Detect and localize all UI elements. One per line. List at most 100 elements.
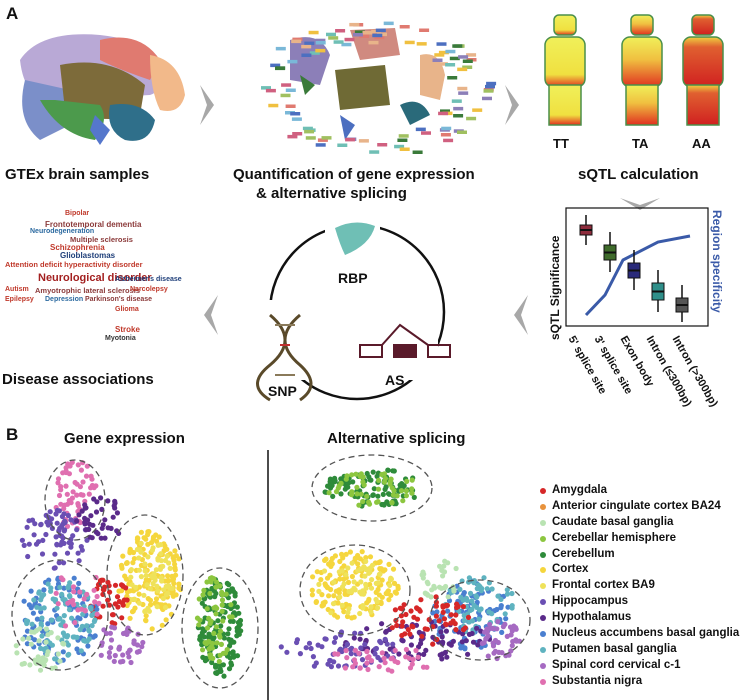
scatter-point (82, 607, 88, 614)
scatter-point (228, 602, 234, 608)
scatter-point (350, 664, 356, 670)
scatter-point (54, 541, 60, 547)
scatter-point (441, 616, 448, 622)
scatter-point (405, 627, 411, 633)
word-cloud-term: Neurological disorder (38, 272, 152, 284)
scatter-point (98, 535, 104, 541)
expression-dash (352, 33, 363, 37)
scatter-point (381, 479, 388, 485)
boxplot-ylabel: sQTL Significance (548, 235, 562, 340)
gene-expression-title: Gene expression (64, 430, 185, 447)
scatter-point (337, 646, 344, 652)
scatter-point (408, 642, 414, 648)
expression-dash (453, 106, 464, 111)
scatter-point (344, 655, 350, 661)
scatter-point (426, 617, 432, 623)
scatter-point (375, 580, 381, 586)
scatter-point (55, 651, 61, 657)
scatter-point (80, 479, 86, 485)
scatter-point (439, 656, 445, 662)
scatter-point (375, 493, 381, 499)
scatter-point (364, 600, 370, 606)
scatter-point (374, 599, 380, 605)
expression-dash (305, 136, 316, 140)
scatter-point (196, 622, 202, 628)
scatter-point (85, 643, 91, 649)
scatter-point (26, 635, 32, 641)
scatter-point (156, 534, 162, 540)
scatter-point (208, 652, 214, 658)
scatter-point (38, 621, 44, 627)
scatter-point (58, 501, 64, 507)
scatter-point (387, 481, 393, 487)
boxplot-box (651, 270, 665, 312)
expression-dash (412, 150, 423, 154)
scatter-point (43, 531, 49, 538)
scatter-point (196, 596, 202, 602)
scatter-point (337, 594, 343, 600)
scatter-point (366, 654, 372, 660)
scatter-point (463, 638, 469, 644)
scatter-point (420, 575, 426, 581)
scatter-point (297, 651, 303, 657)
scatter-point (112, 505, 118, 511)
scatter-point (220, 662, 226, 668)
scatter-point (143, 573, 149, 579)
scatter-point (409, 486, 415, 492)
scatter-point (343, 551, 349, 557)
scatter-point (460, 631, 466, 637)
scatter-point (116, 646, 122, 652)
scatter-point (403, 646, 409, 653)
scatter-point (327, 476, 333, 482)
scatter-point (200, 647, 206, 653)
expression-dash (345, 137, 356, 142)
rbp-label: RBP (338, 270, 368, 286)
scatter-point (310, 574, 316, 580)
legend-swatch (540, 551, 546, 558)
scatter-point (358, 579, 364, 585)
scatter-point (70, 489, 76, 495)
scatter-point (225, 631, 231, 637)
legend-label: Hypothalamus (552, 611, 632, 624)
scatter-point (364, 649, 370, 655)
scatter-point (218, 623, 224, 629)
scatter-point (119, 563, 125, 569)
scatter-point (68, 517, 74, 523)
word-cloud-term: Bipolar (65, 210, 90, 217)
scatter-point (416, 644, 422, 650)
scatter-point (326, 490, 332, 496)
scatter-point (47, 509, 53, 515)
scatter-point (83, 527, 89, 533)
scatter-point (144, 582, 150, 588)
scatter-point (469, 598, 475, 604)
scatter-point (439, 634, 445, 640)
scatter-point (92, 599, 98, 605)
scatter-point (508, 648, 514, 654)
scatter-point (39, 657, 45, 663)
scatter-point (142, 561, 148, 567)
scatter-point (314, 569, 320, 575)
scatter-point (154, 604, 160, 610)
scatter-point (92, 617, 98, 623)
scatter-point (379, 650, 385, 656)
boxplot-box (675, 285, 689, 322)
scatter-point (66, 593, 73, 599)
scatter-point (498, 596, 504, 603)
legend-item: Caudate basal ganglia (540, 515, 739, 531)
scatter-point (46, 577, 52, 583)
scatter-point (460, 604, 466, 610)
scatter-point (207, 620, 213, 627)
scatter-point (207, 590, 213, 597)
scatter-point (322, 636, 328, 642)
expression-dash (483, 89, 494, 93)
scatter-point (347, 646, 354, 652)
scatter-point (461, 612, 467, 619)
scatter-point (65, 512, 71, 519)
scatter-point (409, 477, 415, 483)
scatter-point (80, 492, 86, 498)
rbp-icon (335, 222, 375, 255)
legend-swatch (540, 630, 546, 637)
scatter-point (136, 555, 142, 561)
expression-dash (292, 132, 303, 136)
scatter-point (349, 560, 355, 566)
